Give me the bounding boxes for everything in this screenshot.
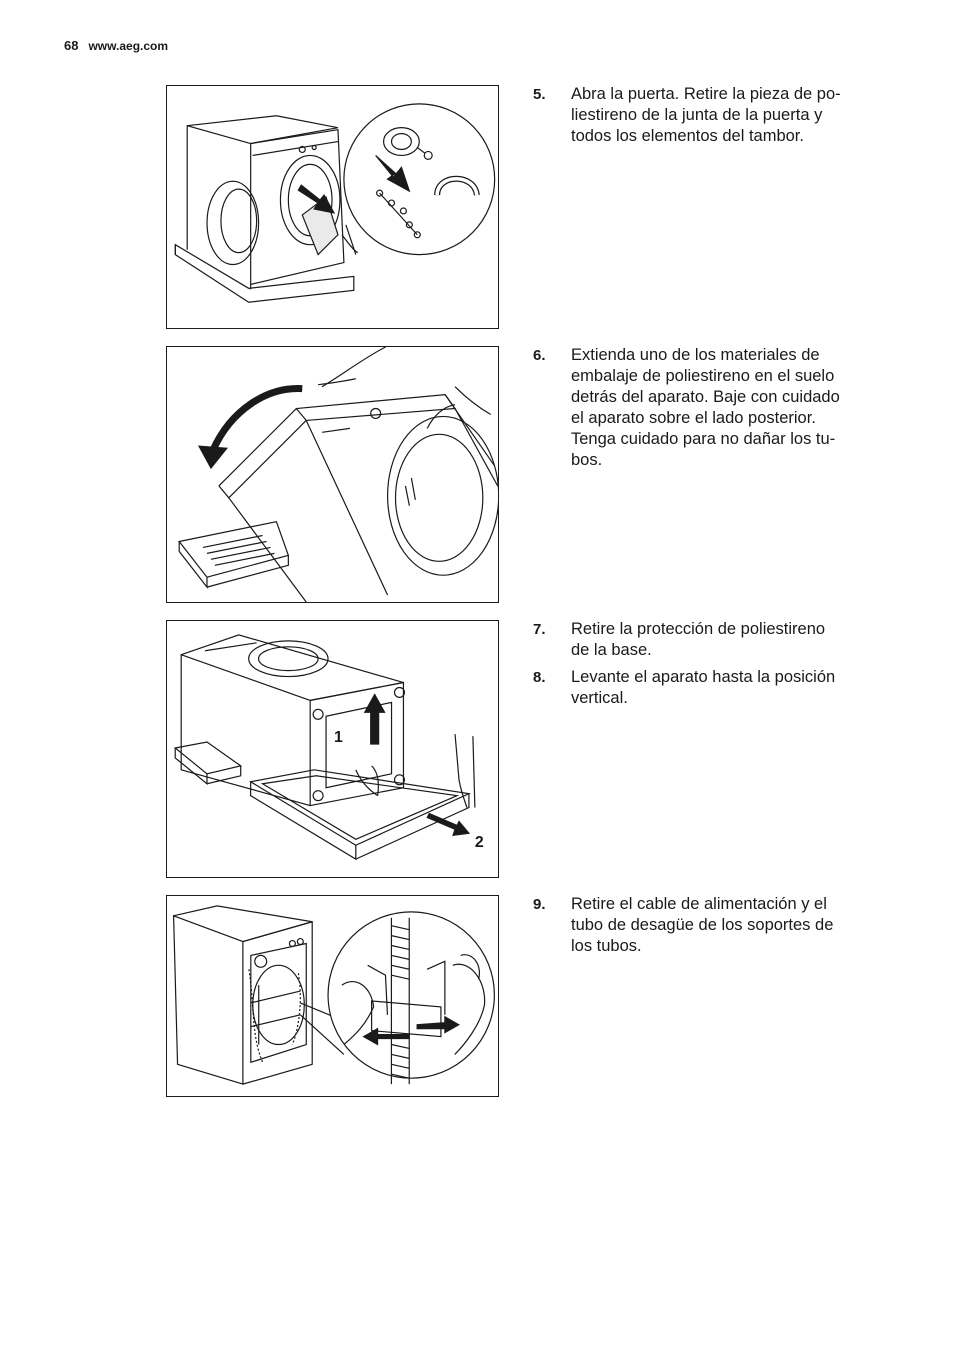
step-7: 7. Retire la protección de poliestireno … xyxy=(533,619,893,661)
step-9: 9. Retire el cable de alimentación y el … xyxy=(533,894,893,957)
figure-lower-appliance xyxy=(166,346,499,603)
step-8: 8. Levante el aparato hasta la posición … xyxy=(533,667,893,709)
step-6-text: Extienda uno de los materiales de embala… xyxy=(571,346,840,469)
step-9-text: Retire el cable de alimentación y el tub… xyxy=(571,895,834,955)
website-url: www.aeg.com xyxy=(88,39,169,53)
step-9-number: 9. xyxy=(533,896,546,913)
callout-1: 1 xyxy=(334,729,343,746)
figure-remove-hoses xyxy=(166,895,499,1097)
step-5: 5. Abra la puerta. Retire la pieza de po… xyxy=(533,84,893,147)
step-6: 6. Extienda uno de los materiales de emb… xyxy=(533,345,893,471)
step-7-number: 7. xyxy=(533,621,546,638)
figure-remove-door-polystyrene xyxy=(166,85,499,329)
step-6-number: 6. xyxy=(533,347,546,364)
page-number: 68 xyxy=(64,38,79,53)
step-5-text: Abra la puerta. Retire la pieza de po- l… xyxy=(571,85,841,145)
callout-2: 2 xyxy=(475,834,484,851)
step-5-number: 5. xyxy=(533,86,546,103)
page-header: 68 www.aeg.com xyxy=(64,38,168,53)
step-8-text: Levante el aparato hasta la posición ver… xyxy=(571,668,836,707)
figure-remove-base: 1 2 xyxy=(166,620,499,878)
step-7-text: Retire la protección de poliestireno de … xyxy=(571,620,826,659)
step-8-number: 8. xyxy=(533,669,546,686)
